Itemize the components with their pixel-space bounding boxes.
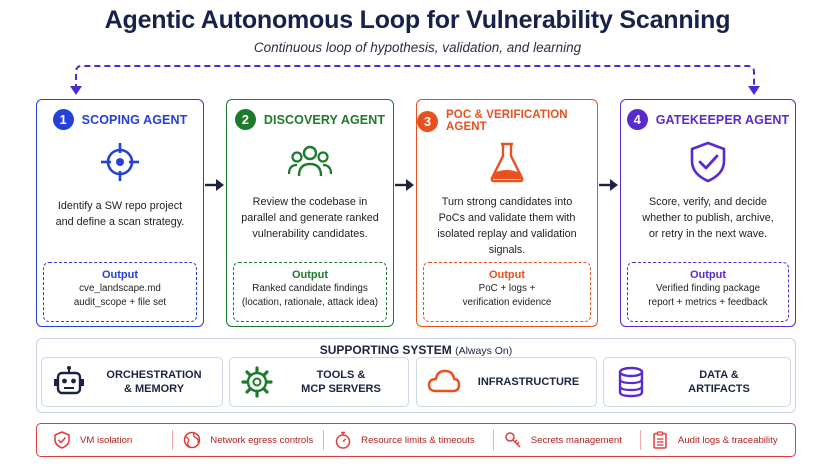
- orchestration-memory-card: ORCHESTRATION & MEMORY: [41, 357, 223, 407]
- guardrail-label: Secrets management: [530, 434, 622, 446]
- tools-mcp-servers-card: TOOLS & MCP SERVERS: [229, 357, 409, 407]
- flow-arrow-icon: [395, 179, 414, 191]
- stopwatch-icon: [335, 431, 351, 449]
- guardrails-bar: VM isolation Network egress controls Res…: [36, 423, 796, 457]
- clipboard-list-icon: [653, 431, 667, 449]
- agent-description: Identify a SW repo project and define a …: [55, 200, 185, 228]
- discovery-agent-card: 2 DISCOVERY AGENT Review the codebase in…: [226, 99, 394, 327]
- guardrail-audit-logs: Audit logs & traceability: [651, 431, 778, 449]
- key-icon: [504, 432, 521, 448]
- cloud-icon: [427, 369, 461, 393]
- divider: [639, 430, 641, 450]
- robot-icon: [54, 366, 84, 395]
- gatekeeper-agent-card: 4 GATEKEEPER AGENT Score, verify, and de…: [620, 99, 796, 327]
- output-label: Output: [291, 269, 329, 281]
- infrastructure-card: INFRASTRUCTURE: [416, 357, 597, 407]
- step-number-badge: 4: [626, 109, 648, 130]
- flask-icon: [490, 142, 524, 183]
- agent-output-box: Output Ranked candidate findings (locati…: [233, 262, 387, 322]
- support-label: INFRASTRUCTURE: [477, 376, 580, 388]
- output-label: Output: [689, 269, 727, 281]
- guardrail-resource-limits: Resource limits & timeouts: [334, 431, 475, 449]
- agent-name: GATEKEEPER AGENT: [655, 112, 790, 127]
- agent-description: Review the codebase in parallel and gene…: [241, 196, 379, 240]
- shield-check-icon: [690, 141, 726, 183]
- output-value: Ranked candidate findings (location, rat…: [241, 283, 379, 308]
- divider: [492, 430, 494, 450]
- support-label: ORCHESTRATION & MEMORY: [106, 369, 202, 395]
- step-number-badge: 1: [52, 109, 74, 130]
- gear-icon: [241, 366, 273, 398]
- supporting-system-panel: SUPPORTING SYSTEM (Always On) ORCHESTRAT…: [36, 338, 796, 413]
- page-title: Agentic Autonomous Loop for Vulnerabilit…: [104, 6, 731, 34]
- output-value: Verified finding package report + metric…: [648, 283, 768, 308]
- agent-description: Score, verify, and decide whether to pub…: [642, 196, 774, 240]
- agent-name: DISCOVERY AGENT: [263, 112, 386, 127]
- output-label: Output: [488, 269, 526, 281]
- poc-verification-agent-card: 3 POC & VERIFICATION AGENT Turn strong c…: [416, 99, 598, 327]
- database-icon: [618, 366, 644, 398]
- guardrail-label: Network egress controls: [210, 434, 314, 446]
- step-number-badge: 3: [417, 110, 438, 132]
- agent-output-box: Output cve_landscape.md audit_scope + fi…: [43, 262, 197, 322]
- agent-output-box: Output Verified finding package report +…: [627, 262, 789, 322]
- flow-arrow-icon: [205, 179, 224, 191]
- output-label: Output: [101, 269, 139, 281]
- agent-output-box: Output PoC + logs + verification evidenc…: [423, 262, 591, 322]
- guardrail-vm-isolation: VM isolation: [53, 431, 132, 449]
- guardrail-label: Audit logs & traceability: [677, 434, 778, 446]
- agent-description: Turn strong candidates into PoCs and val…: [437, 196, 577, 256]
- step-number-badge: 2: [234, 109, 256, 130]
- guardrail-secrets-management: Secrets management: [504, 431, 622, 449]
- supporting-system-heading: SUPPORTING SYSTEM (Always On): [319, 343, 513, 357]
- support-label: TOOLS & MCP SERVERS: [301, 369, 381, 395]
- scoping-agent-card: 1 SCOPING AGENT Identify a SW repo proje…: [36, 99, 204, 327]
- globe-icon: [184, 431, 201, 449]
- shield-check-icon: [54, 431, 70, 449]
- support-label: DATA & ARTIFACTS: [688, 369, 750, 395]
- output-value: PoC + logs + verification evidence: [462, 283, 552, 308]
- guardrail-label: VM isolation: [80, 434, 133, 446]
- people-group-icon: [288, 145, 332, 177]
- agent-name: SCOPING AGENT: [81, 112, 188, 127]
- divider: [323, 430, 325, 450]
- flow-arrow-icon: [599, 179, 618, 191]
- page-subtitle: Continuous loop of hypothesis, validatio…: [253, 40, 582, 55]
- divider: [172, 430, 174, 450]
- guardrail-network-egress: Network egress controls: [183, 431, 313, 449]
- guardrail-label: Resource limits & timeouts: [361, 434, 475, 446]
- target-icon: [101, 143, 139, 181]
- output-value: cve_landscape.md audit_scope + file set: [73, 283, 167, 308]
- data-artifacts-card: DATA & ARTIFACTS: [603, 357, 791, 407]
- agent-name: POC & VERIFICATION AGENT: [446, 109, 568, 133]
